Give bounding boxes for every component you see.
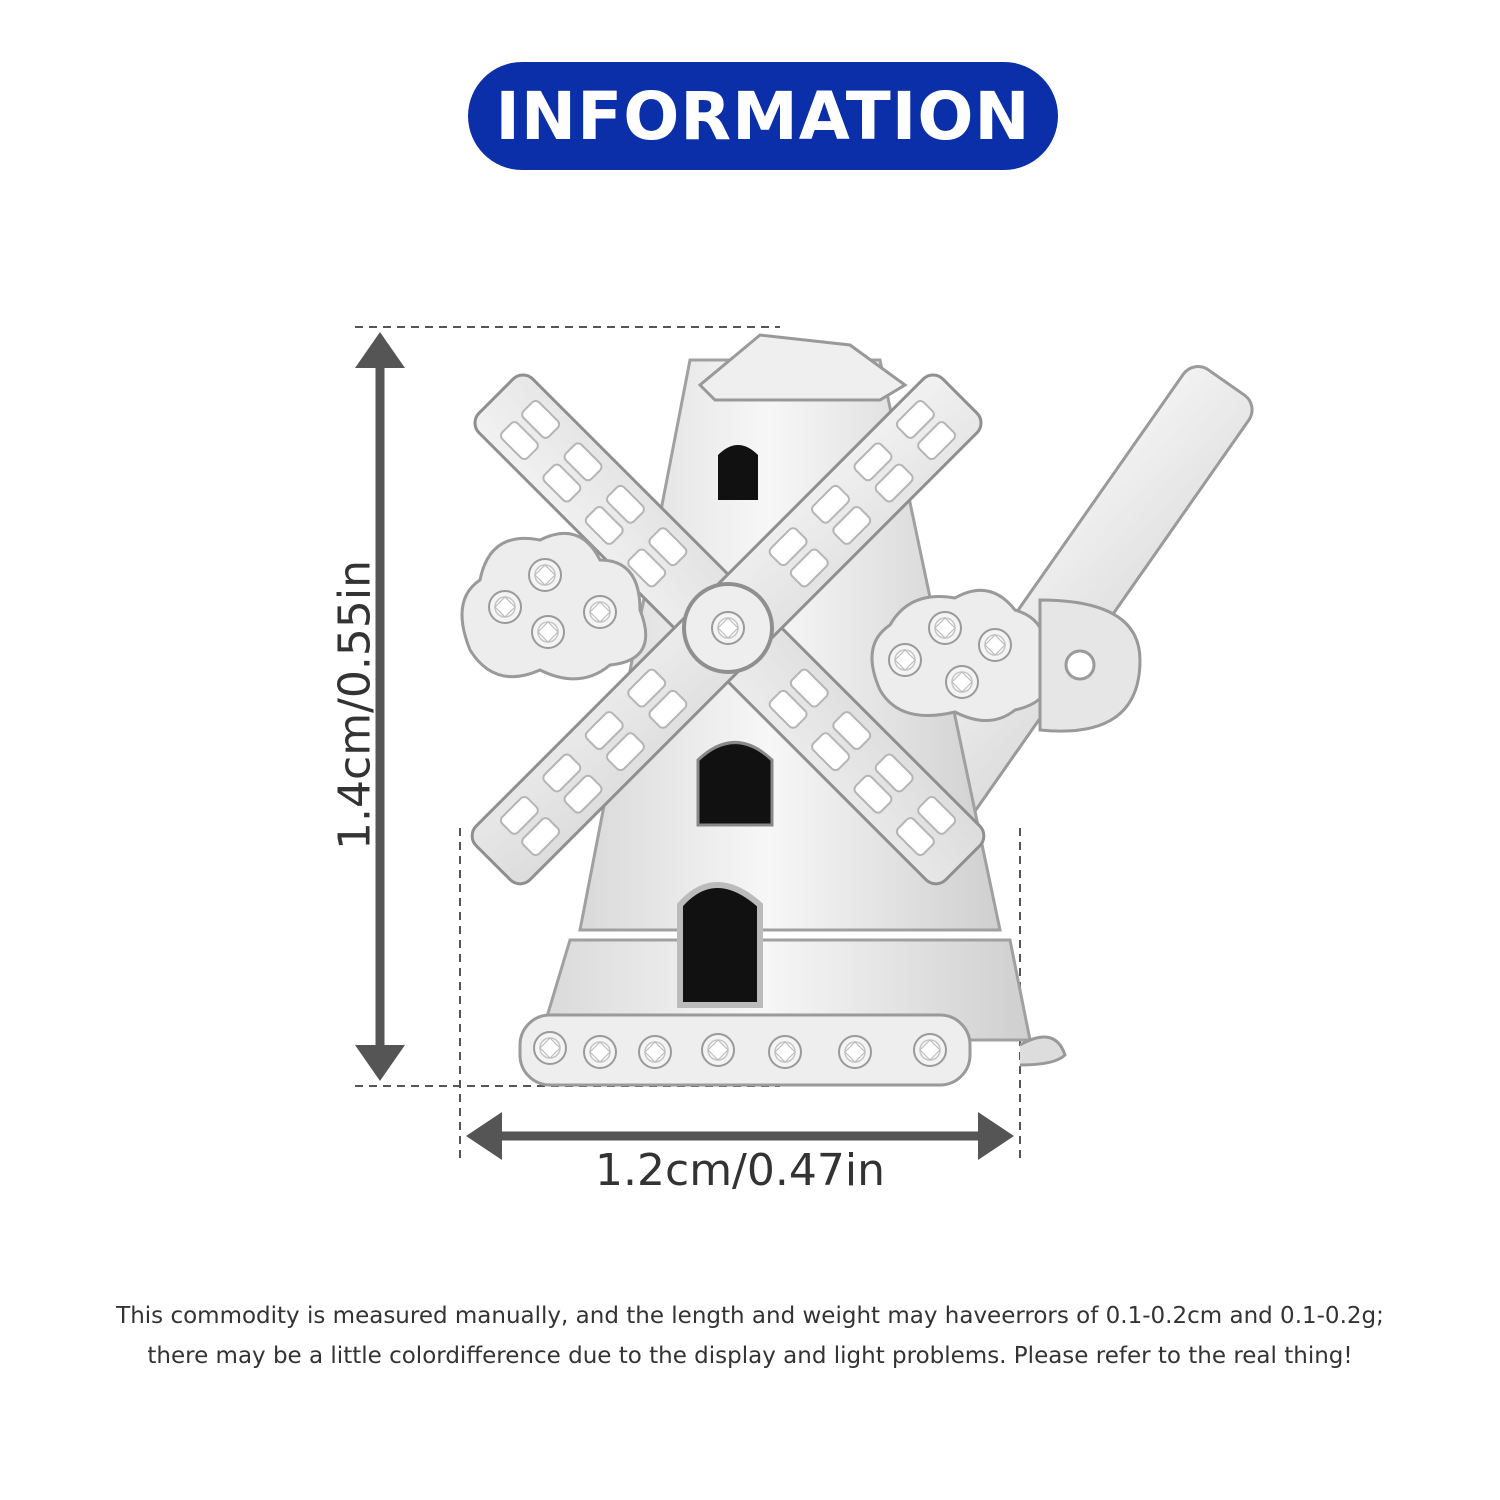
disclaimer: This commodity is measured manually, and…: [40, 1296, 1460, 1376]
top-window: [718, 445, 758, 500]
information-banner: INFORMATION: [468, 62, 1058, 170]
middle-window: [696, 741, 774, 827]
height-dimension-text: 1.4cm/0.55in: [329, 560, 381, 850]
width-arrow: [466, 1112, 1014, 1160]
banner-title: INFORMATION: [495, 77, 1031, 155]
disclaimer-line-2: there may be a little colordifference du…: [147, 1343, 1353, 1369]
disclaimer-line-1: This commodity is measured manually, and…: [116, 1303, 1384, 1329]
left-cloud: [460, 531, 648, 681]
width-dimension-label: 1.2cm/0.47in: [595, 1145, 885, 1196]
door: [677, 882, 763, 1008]
height-arrow: [355, 332, 405, 1081]
windmill-charm-icon: [460, 333, 1254, 1087]
